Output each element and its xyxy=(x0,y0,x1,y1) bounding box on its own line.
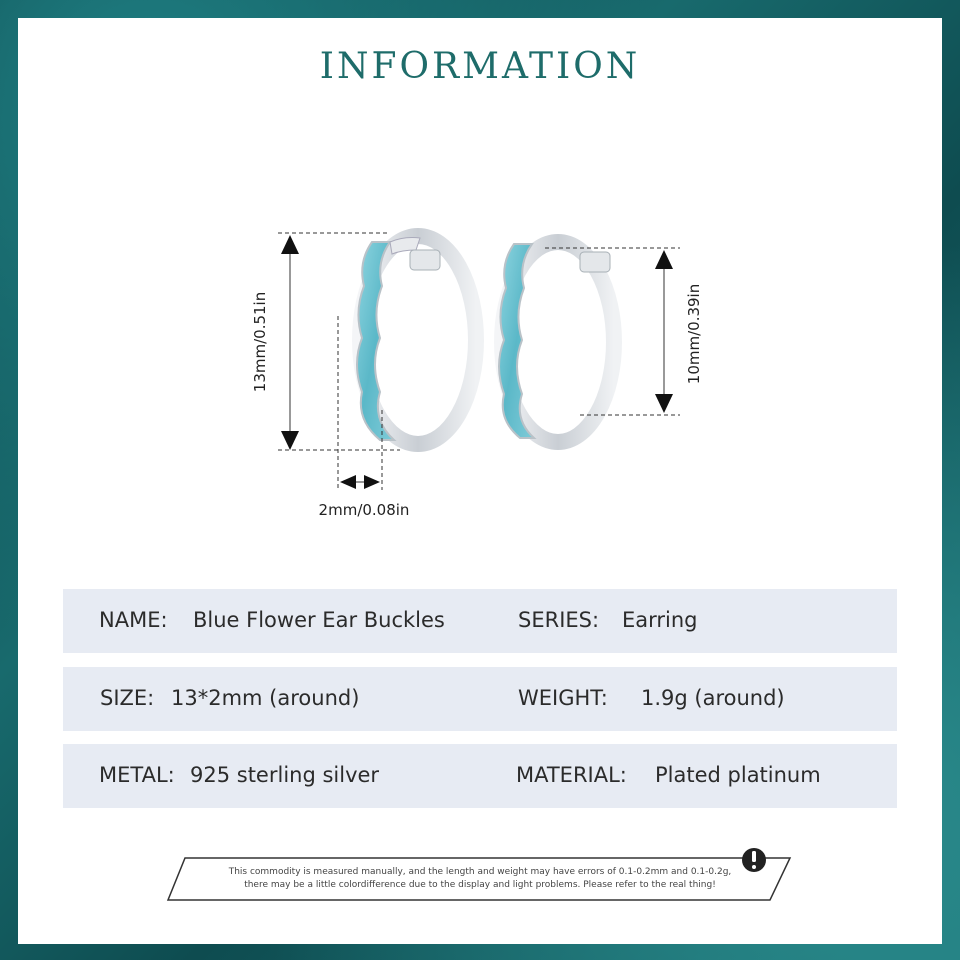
spec-row-size-weight: SIZE: 13*2mm (around) WEIGHT: 1.9g (arou… xyxy=(63,667,897,731)
width-label: 2mm/0.08in xyxy=(319,501,410,519)
size-value: 13*2mm (around) xyxy=(171,686,360,710)
weight-value: 1.9g (around) xyxy=(641,686,785,710)
disclaimer-line-2: there may be a little colordifference du… xyxy=(244,880,716,890)
size-label: SIZE: xyxy=(100,686,155,710)
height-dimension-10mm xyxy=(545,247,680,416)
spec-row-name-series: NAME: Blue Flower Ear Buckles SERIES: Ea… xyxy=(63,589,897,653)
metal-value: 925 sterling silver xyxy=(190,763,380,787)
name-value: Blue Flower Ear Buckles xyxy=(193,608,445,632)
earring-left xyxy=(352,228,484,452)
name-label: NAME: xyxy=(99,608,168,632)
spec-row-metal-material: METAL: 925 sterling silver MATERIAL: Pla… xyxy=(63,744,897,808)
earring-dimension-diagram: 13mm/0.51in 10mm/0.39in 2mm/0.08in xyxy=(251,228,703,519)
material-label: MATERIAL: xyxy=(516,763,627,787)
series-label: SERIES: xyxy=(518,608,600,632)
height-inner-label: 10mm/0.39in xyxy=(685,284,703,384)
height-dimension-13mm xyxy=(278,232,400,451)
earring-right xyxy=(494,234,622,450)
series-value: Earring xyxy=(622,608,698,632)
metal-label: METAL: xyxy=(99,763,175,787)
material-value: Plated platinum xyxy=(655,763,821,787)
page-title: INFORMATION xyxy=(319,46,641,87)
width-dimension-2mm xyxy=(337,316,383,490)
disclaimer-line-1: This commodity is measured manually, and… xyxy=(228,867,732,877)
weight-label: WEIGHT: xyxy=(518,686,608,710)
height-total-label: 13mm/0.51in xyxy=(251,292,269,392)
